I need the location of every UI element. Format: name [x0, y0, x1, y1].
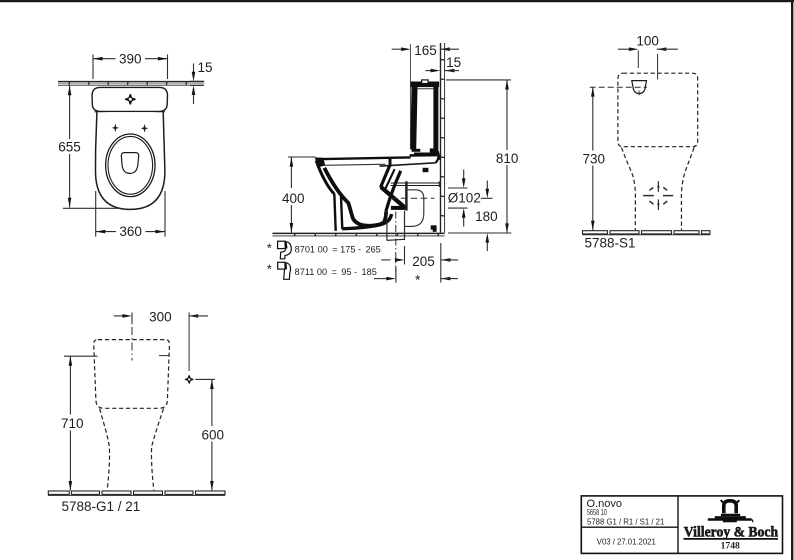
svg-text:8701 00 = 175 - 265: 8701 00 = 175 - 265: [295, 244, 381, 254]
svg-text:730: 730: [583, 151, 606, 166]
svg-text:165: 165: [414, 43, 437, 58]
svg-text:180: 180: [475, 209, 498, 224]
svg-text:810: 810: [496, 151, 519, 166]
svg-text:*: *: [267, 262, 272, 277]
svg-text:O.novo: O.novo: [587, 498, 622, 510]
svg-text:360: 360: [119, 224, 142, 239]
svg-text:1748: 1748: [721, 540, 741, 550]
svg-text:Ø102: Ø102: [448, 191, 481, 206]
svg-text:400: 400: [282, 191, 305, 206]
svg-text:V03 / 27.01.2021: V03 / 27.01.2021: [597, 536, 656, 546]
svg-text:205: 205: [412, 254, 435, 269]
svg-text:15: 15: [446, 55, 461, 70]
svg-text:5788-S1: 5788-S1: [585, 235, 636, 250]
svg-text:300: 300: [149, 310, 172, 325]
svg-text:5658 10: 5658 10: [587, 507, 607, 517]
svg-text:5788-G1 / 21: 5788-G1 / 21: [62, 499, 141, 514]
svg-text:600: 600: [202, 427, 225, 442]
svg-text:*: *: [267, 241, 272, 256]
svg-text:390: 390: [119, 51, 142, 66]
svg-text:100: 100: [636, 33, 659, 48]
svg-text:8711 00 = 95 - 185: 8711 00 = 95 - 185: [295, 267, 377, 277]
svg-text:655: 655: [58, 139, 81, 154]
svg-text:*: *: [415, 272, 421, 287]
svg-text:Villeroy & Boch: Villeroy & Boch: [684, 525, 779, 541]
svg-text:5788 G1 / R1 / S1 / 21: 5788 G1 / R1 / S1 / 21: [587, 516, 665, 526]
svg-text:710: 710: [61, 416, 84, 431]
svg-text:15: 15: [198, 60, 213, 75]
